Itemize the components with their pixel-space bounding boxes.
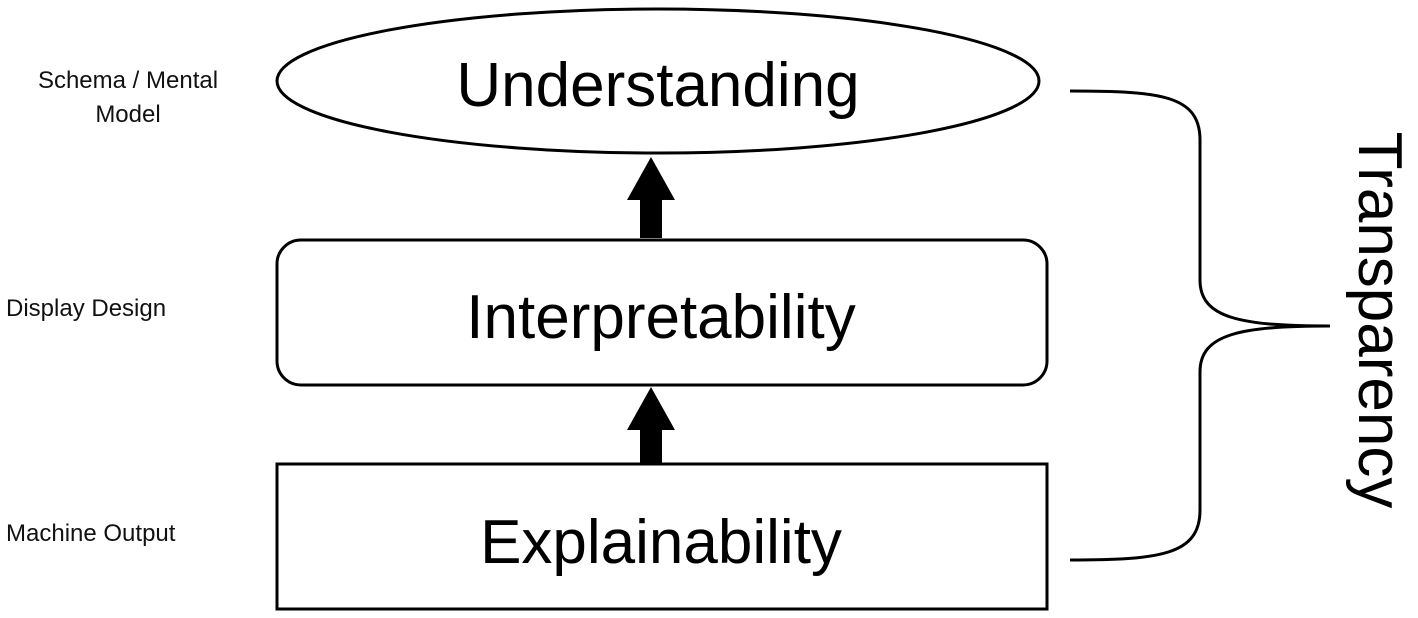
explainability-box — [275, 462, 1049, 611]
arrow-head — [627, 387, 675, 430]
arrow-explainability-to-interpretability — [627, 387, 675, 465]
understanding-node: Understanding — [275, 7, 1041, 155]
side-label-schema-mental-model: Schema / Mental Model — [37, 67, 219, 128]
understanding-ellipse — [275, 7, 1041, 155]
arrow-interpretability-to-understanding — [627, 157, 675, 238]
explainability-node: Explainability — [275, 462, 1049, 611]
arrow-shaft — [640, 200, 662, 238]
transparency-brace — [1069, 89, 1331, 562]
side-label-machine-output: Machine Output — [6, 520, 176, 547]
interpretability-node: Interpretability — [275, 238, 1049, 387]
interpretability-box — [275, 238, 1049, 387]
interpretability-label: Interpretability — [466, 283, 855, 352]
transparency-label: Transparency — [1345, 132, 1414, 509]
side-label-display-design: Display Design — [6, 295, 167, 322]
explainability-label: Explainability — [480, 508, 842, 577]
arrow-head — [627, 157, 675, 200]
understanding-label: Understanding — [456, 51, 859, 120]
arrow-shaft — [640, 430, 662, 465]
